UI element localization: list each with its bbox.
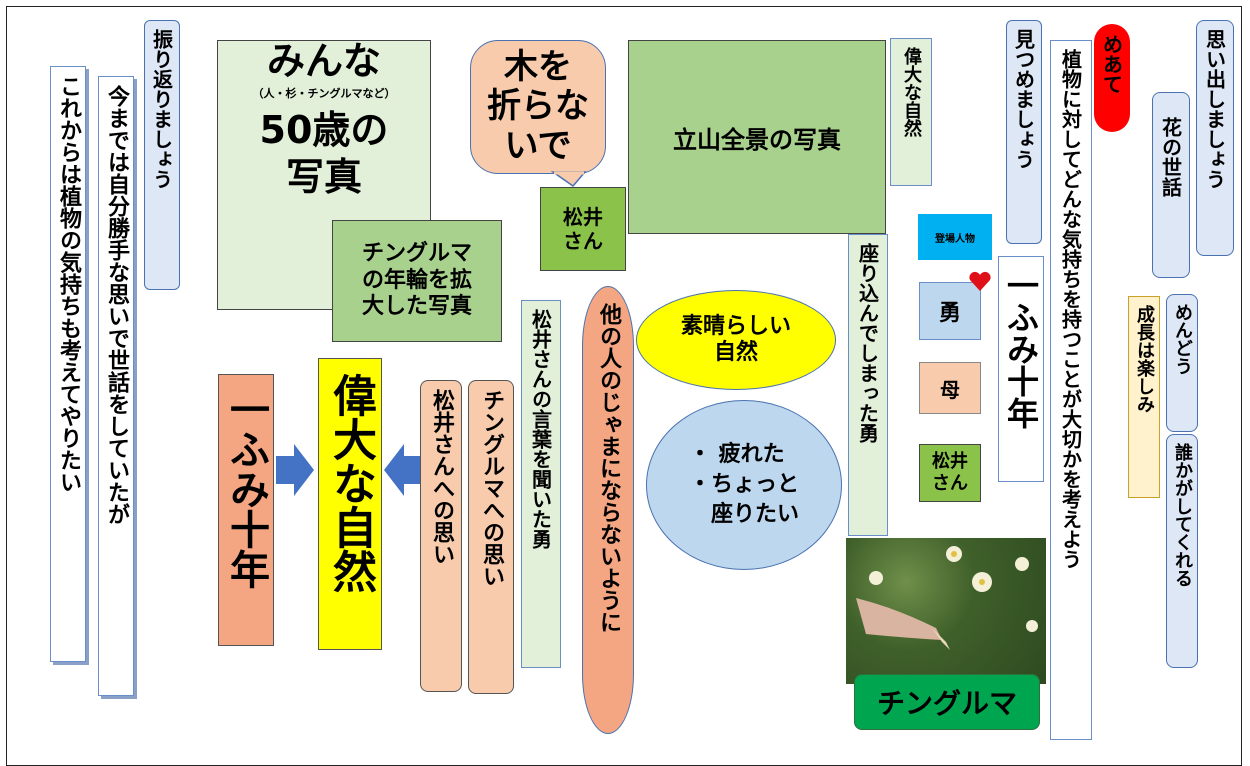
hoka-oval: 他の人のじゃまにならないように <box>582 286 634 734</box>
tateyama-text: 立山全景の写真 <box>673 125 841 154</box>
idai-shizen-small: 偉大な自然 <box>890 38 932 186</box>
note-furikaeri-text: 振り返りましょう <box>149 29 174 189</box>
suwari-text: 座り込んでしまった勇 <box>855 243 880 443</box>
note-dareka: 誰かがしてくれる <box>1166 434 1198 668</box>
note-furikaeri: 振り返りましょう <box>144 20 180 290</box>
characters-title-text: 登場人物 <box>935 233 975 245</box>
note-mendou-text: めんどう <box>1172 303 1193 375</box>
note-mitsume: 見つめましょう <box>1006 20 1042 244</box>
subarashii-text: 素晴らしい 自然 <box>680 313 791 365</box>
chinguruma-photo <box>846 538 1046 684</box>
char-matsui: 松井 さん <box>919 444 981 502</box>
note-meate: めあて <box>1094 24 1130 132</box>
hoka-text: 他の人のじゃまにならないように <box>596 303 621 633</box>
matsui-kotoba-text: 松井さんの言葉を聞いた勇 <box>528 309 553 549</box>
fumi-left: 一ふみ十年 <box>218 374 274 646</box>
photo-tateyama: 立山全景の写真 <box>628 40 886 234</box>
speech-bubble: 木を 折らな いで <box>470 40 606 174</box>
note-mendou: めんどう <box>1166 294 1198 432</box>
heart-icon <box>969 271 991 291</box>
minna-subtitle: （人・杉・チングルマなど） <box>252 86 396 100</box>
subarashii-ellipse: 素晴らしい 自然 <box>636 290 836 390</box>
char-isamu-text: 勇 <box>938 301 961 326</box>
matsui-san-box: 松井 さん <box>540 187 626 271</box>
note-seicho: 成長は楽しみ <box>1128 296 1160 498</box>
matsui-san-text: 松井 さん <box>563 205 603 253</box>
char-matsui-text: 松井 さん <box>932 451 968 494</box>
note-imamade-text: 今までは自分勝手な思いで世話をしていたが <box>104 85 129 525</box>
note-omoidashi-text: 思い出しましょう <box>1202 29 1227 189</box>
idai-shizen-small-text: 偉大な自然 <box>901 47 922 137</box>
note-hana-text: 花の世話 <box>1158 117 1183 197</box>
fumi-right: 一ふみ十年 <box>998 256 1044 482</box>
chinguruma-label-text: チングルマ <box>876 687 1017 720</box>
tsukareta-text: ・ 疲れた ・ちょっと 座りたい <box>688 442 799 527</box>
note-meate-text: めあて <box>1099 34 1124 94</box>
idai-shizen-big: 偉大な自然 <box>318 358 382 650</box>
note-mitsume-text: 見つめましょう <box>1011 29 1036 169</box>
arrow-right <box>276 444 314 496</box>
nenrin-text: チングルマ の年輪を拡 大した写真 <box>361 241 472 320</box>
note-korekara: これからは植物の気持ちも考えてやりたい <box>50 66 86 662</box>
chinguruma-label: チングルマ <box>854 674 1040 730</box>
speech-bubble-text: 木を 折らな いで <box>487 47 589 166</box>
char-haha: 母 <box>919 362 981 414</box>
note-seicho-text: 成長は楽しみ <box>1134 305 1155 413</box>
fumi-right-text: 一ふみ十年 <box>1002 269 1040 429</box>
tsukareta-ellipse: ・ 疲れた ・ちょっと 座りたい <box>646 400 842 570</box>
matsui-kotoba: 松井さんの言葉を聞いた勇 <box>521 300 561 668</box>
photo-flowers-icon <box>856 546 1038 650</box>
note-korekara-text: これからは植物の気持ちも考えてやりたい <box>56 75 81 493</box>
arrow-left <box>384 444 422 496</box>
matsui-omoi-text: 松井さんへの思い <box>429 389 454 565</box>
char-isamu: 勇 <box>919 282 981 340</box>
note-shokubutsu-text: 植物に対してどんな気持ちを持つことが大切かを考えよう <box>1058 49 1083 569</box>
note-shokubutsu: 植物に対してどんな気持ちを持つことが大切かを考えよう <box>1050 40 1092 740</box>
characters-title: 登場人物 <box>918 214 992 260</box>
note-dareka-text: 誰かがしてくれる <box>1172 443 1193 587</box>
minna-age: 50歳の 写真 <box>259 107 389 200</box>
matsui-omoi: 松井さんへの思い <box>420 380 462 692</box>
minna-title: みんな <box>266 39 381 83</box>
char-haha-text: 母 <box>940 377 960 402</box>
speech-bubble-tail <box>550 171 587 188</box>
photo-nenrin: チングルマ の年輪を拡 大した写真 <box>332 220 502 342</box>
idai-shizen-big-text: 偉大な自然 <box>325 373 376 593</box>
chinguruma-omoi: チングルマへの思い <box>468 380 514 694</box>
note-imamade: 今までは自分勝手な思いで世話をしていたが <box>98 76 134 696</box>
note-hana: 花の世話 <box>1152 92 1190 278</box>
note-omoidashi: 思い出しましょう <box>1196 20 1234 256</box>
fumi-left-text: 一ふみ十年 <box>223 389 269 589</box>
chinguruma-omoi-text: チングルマへの思い <box>479 389 504 587</box>
suwari-box: 座り込んでしまった勇 <box>848 234 888 536</box>
